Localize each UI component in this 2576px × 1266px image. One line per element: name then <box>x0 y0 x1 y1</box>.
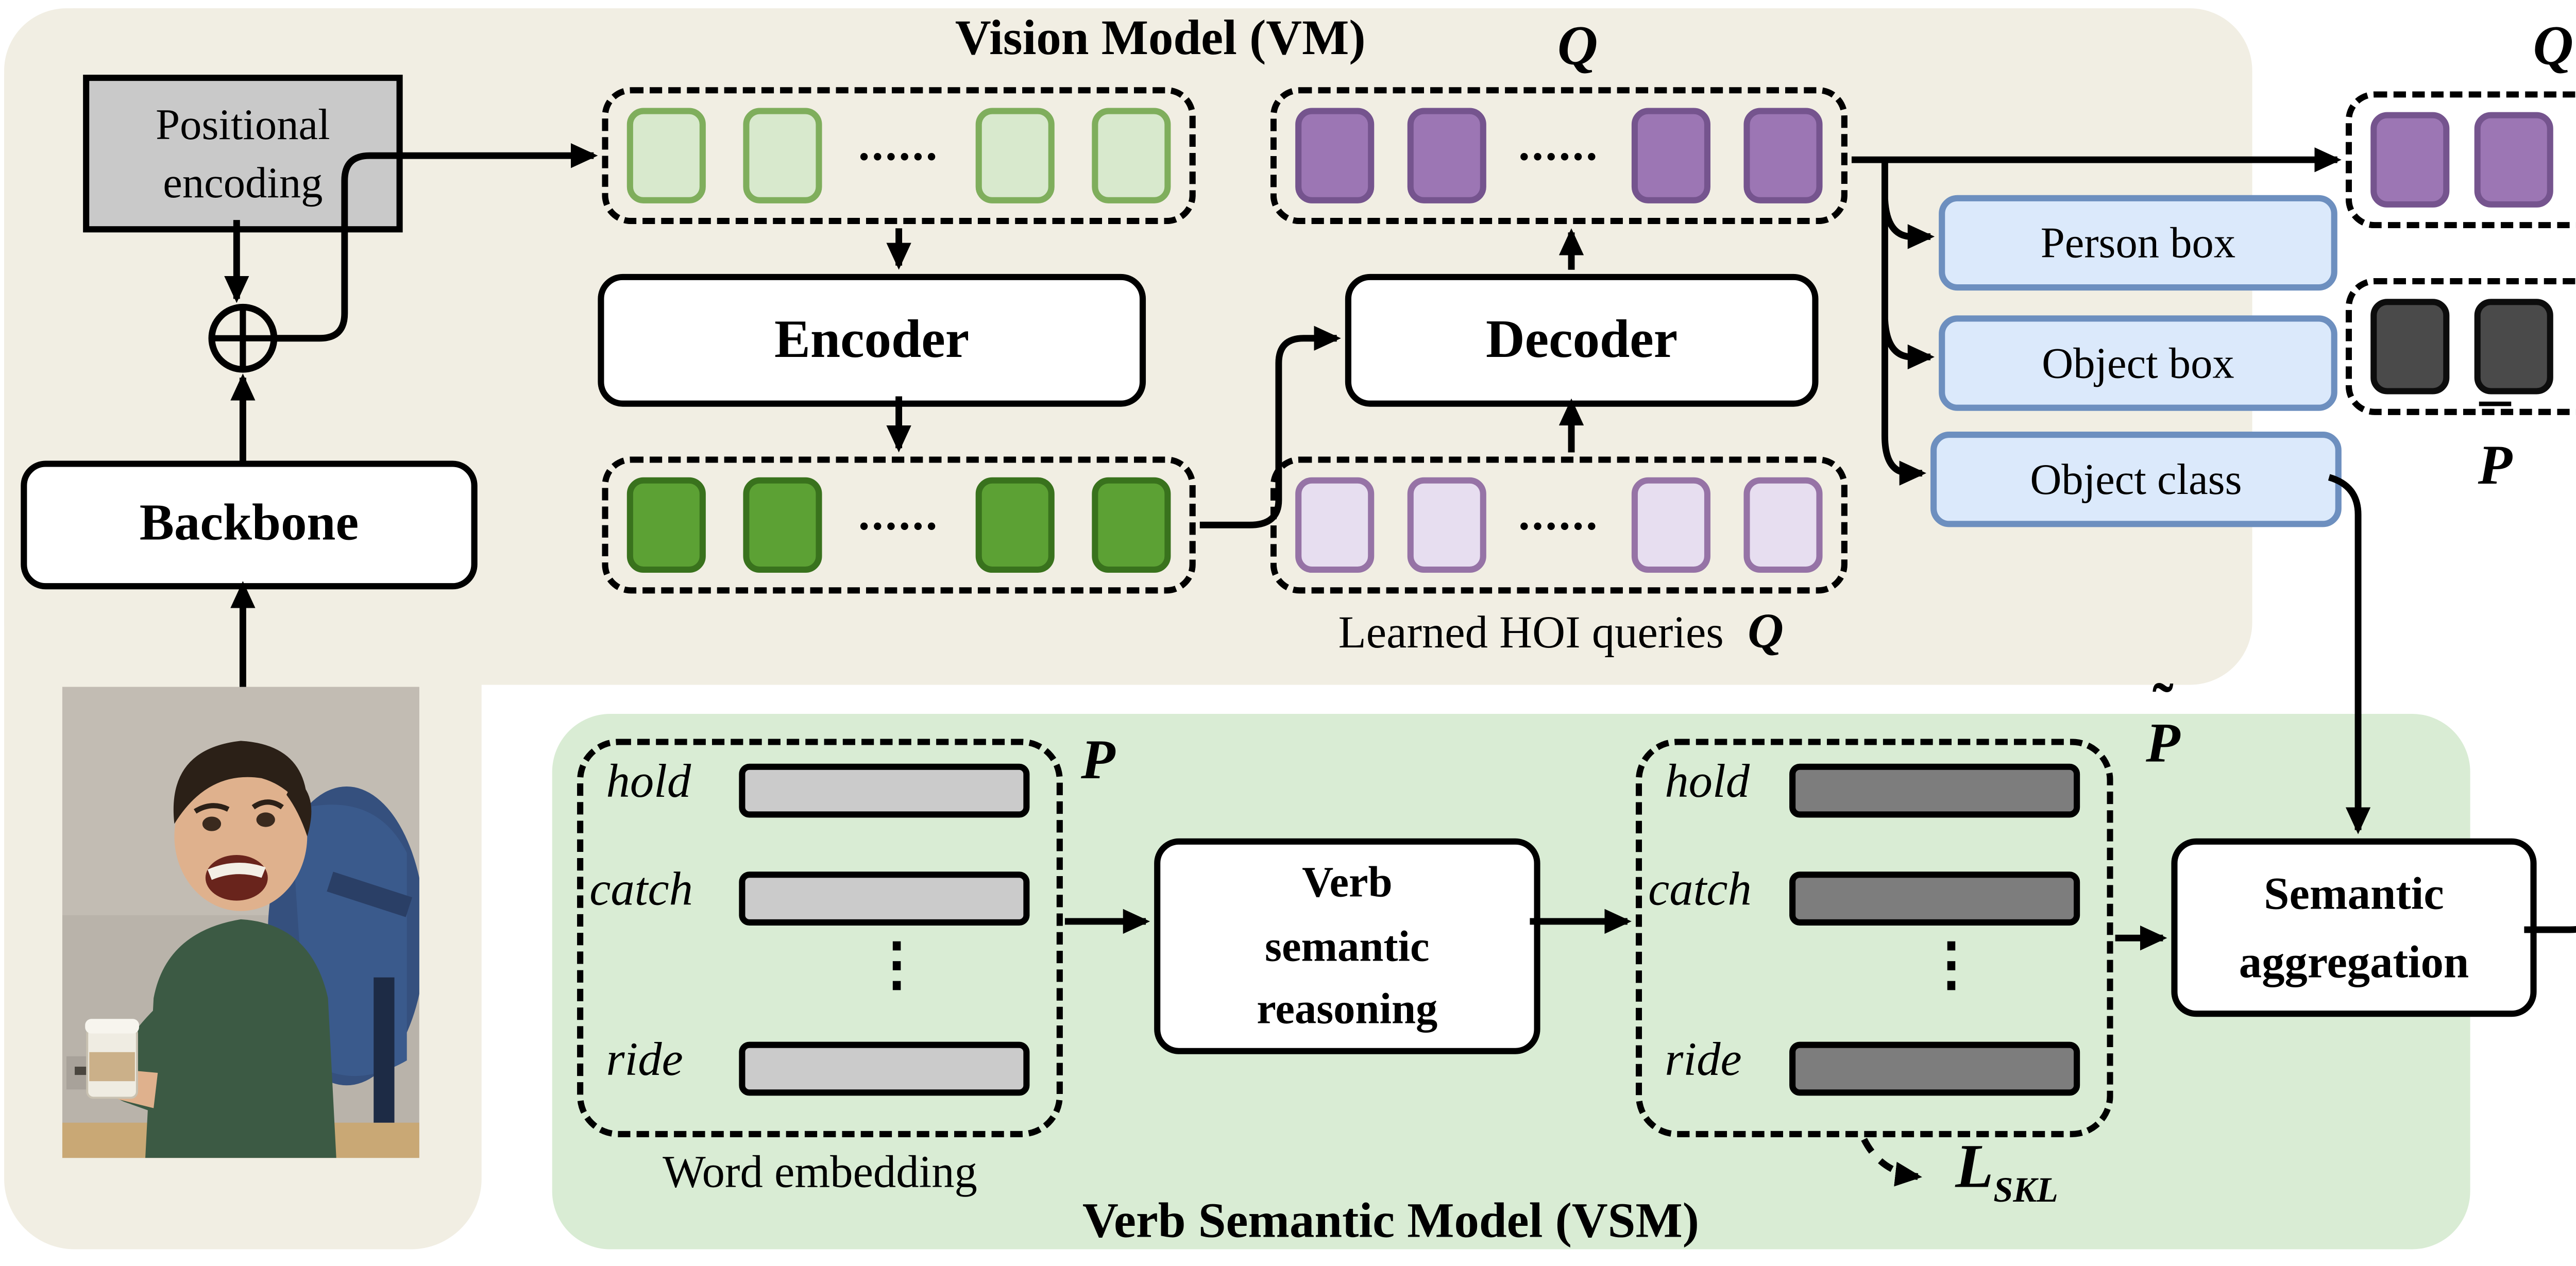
photo-teeth <box>207 863 266 880</box>
positional-encoding-line2: encoding <box>163 158 323 208</box>
q-bar-letter: Q <box>2533 14 2574 77</box>
refined-embedding-container <box>1635 739 2113 1137</box>
person-box-label: Person box <box>2040 217 2236 267</box>
backbone-label: Backbone <box>139 495 359 552</box>
query-square <box>1406 477 1486 573</box>
verb-semantic-reasoning-box: Verb semantic reasoning <box>1154 838 1540 1054</box>
ellipsis: ...... <box>1518 118 1600 170</box>
encoder-box: Encoder <box>598 273 1146 407</box>
token-square <box>626 477 706 573</box>
backbone-box: Backbone <box>21 460 478 590</box>
object-box-label: Object box <box>2042 337 2234 387</box>
learned-queries-caption: Learned HOI queries Q <box>1250 606 1873 662</box>
photo-coffee-cup <box>85 1019 139 1099</box>
verb-label-ride: ride <box>1665 1033 1742 1086</box>
encoder-input-token-row: ...... <box>602 87 1196 225</box>
q-bar-symbol-vm: ¯ Q <box>1532 0 1623 75</box>
query-square <box>2370 112 2450 208</box>
vision-model-title: Vision Model (VM) <box>955 12 1366 66</box>
aggregation-line2: aggregation <box>2239 936 2469 988</box>
query-square <box>1743 477 1823 573</box>
positional-encoding-box: Positional encoding <box>83 75 403 233</box>
positional-encoding-line1: Positional <box>156 99 330 149</box>
verb-label-ride: ride <box>606 1033 683 1086</box>
decoder-output-query-row: ...... <box>1270 87 1848 225</box>
photo-brow-right <box>251 799 284 810</box>
token-square <box>626 108 706 203</box>
word-embedding-bar <box>739 1041 1030 1096</box>
photo-person-laughing-with-backpack <box>62 687 419 1158</box>
query-square <box>1632 108 1711 203</box>
query-square <box>1743 108 1823 203</box>
verb-label-hold: hold <box>1665 755 1750 808</box>
learned-hoi-query-row: ...... <box>1270 456 1848 594</box>
semantic-aggregation-box: Semantic aggregation <box>2171 838 2537 1017</box>
encoder-label: Encoder <box>774 309 970 370</box>
object-class-output: Object class <box>1930 432 2342 527</box>
reasoning-line1: Verb <box>1302 858 1393 908</box>
refined-embedding-bar <box>1789 1041 2080 1096</box>
verb-feature-square <box>2473 299 2553 395</box>
aggregation-line1: Semantic <box>2264 867 2444 919</box>
p-bar-row: ...... <box>2345 278 2576 415</box>
token-square <box>742 108 822 203</box>
ellipsis: ...... <box>858 487 940 540</box>
vertical-ellipsis: ⋮ <box>1922 934 1980 998</box>
word-embedding-bar <box>739 871 1030 926</box>
refined-embedding-bar <box>1789 763 2080 818</box>
vertical-ellipsis: ⋮ <box>868 934 926 998</box>
query-square <box>1632 477 1711 573</box>
verb-semantic-model-title: Verb Semantic Model (VSM) <box>1082 1195 1699 1250</box>
ellipsis: ...... <box>858 118 940 170</box>
verb-feature-square <box>2370 299 2450 395</box>
p-tilde-letter: P <box>2146 711 2180 774</box>
photo-hair-side <box>286 778 312 836</box>
query-square <box>1406 108 1486 203</box>
word-embedding-container <box>577 739 1063 1137</box>
object-box-output: Object box <box>1939 315 2337 411</box>
token-square <box>742 477 822 573</box>
decoder-box: Decoder <box>1345 273 1819 407</box>
reasoning-line2: semantic <box>1265 921 1430 971</box>
word-embedding-caption: Word embedding <box>663 1145 977 1197</box>
q-bar-symbol-right: ¯ Q <box>2507 0 2576 75</box>
word-embedding-bar <box>739 763 1030 818</box>
photo-man <box>85 741 336 1158</box>
q-bar-letter: Q <box>1557 14 1598 77</box>
learned-queries-symbol: Q <box>1748 606 1784 660</box>
skl-loss-symbol: LSKL <box>1955 1133 2058 1212</box>
verb-label-hold: hold <box>606 755 691 808</box>
ellipsis: ...... <box>1518 487 1600 540</box>
photo-tshirt <box>145 919 336 1158</box>
reasoning-line3: reasoning <box>1257 984 1438 1034</box>
loss-subscript: SKL <box>1993 1170 2058 1210</box>
refined-embedding-bar <box>1789 871 2080 926</box>
p-symbol: P <box>1063 714 1133 789</box>
token-square <box>976 477 1055 573</box>
photo-brow-left <box>194 803 230 814</box>
object-class-label: Object class <box>2030 453 2242 504</box>
photo-eye-right <box>256 812 275 827</box>
person-box-output: Person box <box>1939 195 2337 291</box>
photo-hair <box>173 741 308 824</box>
q-bar-row: ...... <box>2345 91 2576 229</box>
decoder-label: Decoder <box>1486 309 1678 370</box>
verb-label-catch: catch <box>1648 863 1752 915</box>
photo-eye-left <box>202 816 222 831</box>
query-square <box>1295 108 1375 203</box>
token-square <box>1092 108 1171 203</box>
p-bar-symbol: ¯ P <box>2449 398 2540 496</box>
token-square <box>1092 477 1171 573</box>
query-square <box>2473 112 2553 208</box>
p-letter: P <box>1081 728 1115 791</box>
loss-letter: L <box>1955 1133 1994 1202</box>
p-tilde-symbol: ˜ P <box>2126 675 2200 774</box>
token-square <box>976 108 1055 203</box>
p-bar-letter: P <box>2478 434 2513 496</box>
query-square <box>1295 477 1375 573</box>
verb-label-catch: catch <box>589 863 693 915</box>
learned-queries-text: Learned HOI queries <box>1338 606 1724 658</box>
encoder-output-token-row: ...... <box>602 456 1196 594</box>
